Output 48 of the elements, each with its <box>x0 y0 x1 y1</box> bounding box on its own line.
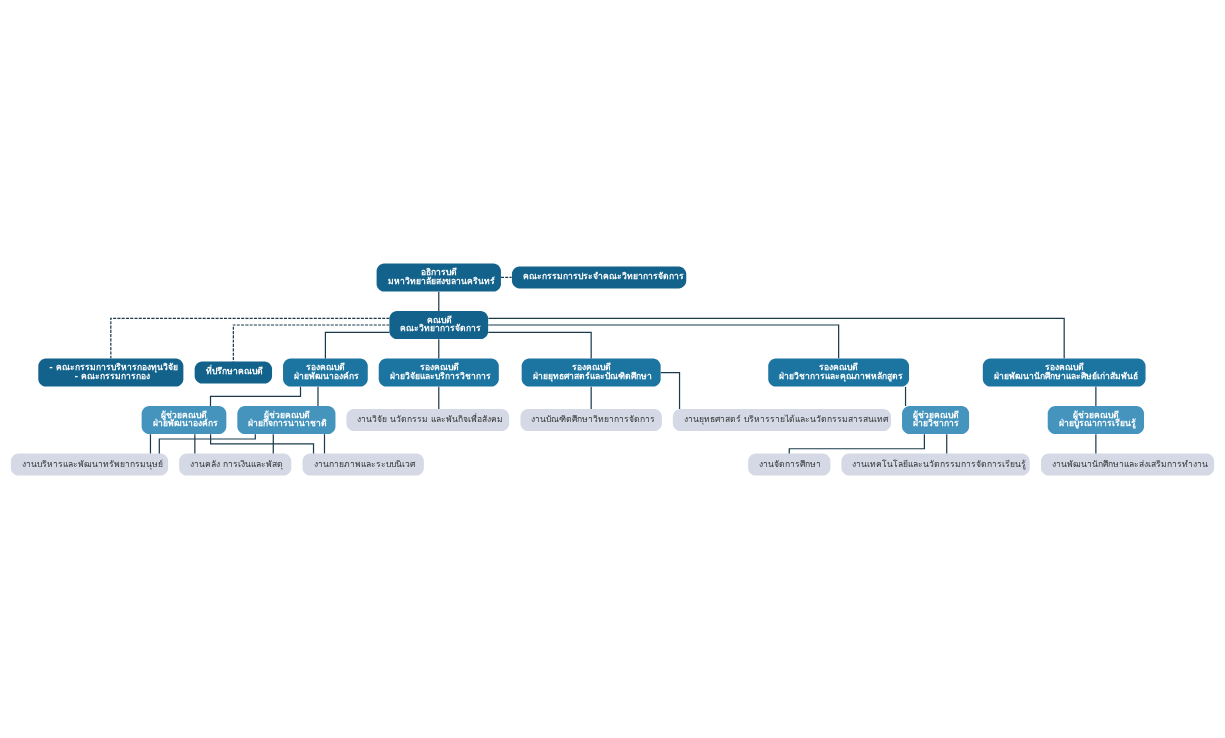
connector <box>317 385 319 407</box>
node-box: รองคณบดี ฝ่ายพัฒนาองค์กร <box>283 358 368 387</box>
connector <box>210 433 315 454</box>
connector <box>209 385 302 407</box>
node-box: รองคณบดี ฝ่ายวิชาการและคุณภาพหลักสูตร <box>768 358 910 387</box>
connector <box>438 385 440 410</box>
node-box: งานยุทธศาสตร์ บริหารรายได้และนวัตกรรมสารสนเทศ <box>672 408 892 431</box>
connector <box>1095 385 1097 407</box>
connector <box>500 276 513 278</box>
connector <box>487 323 840 359</box>
connector <box>149 433 152 454</box>
connector <box>438 338 440 359</box>
connector <box>904 385 907 407</box>
connector <box>946 433 948 454</box>
node-box: คณะกรรมการประจำคณะวิทยาการจัดการ <box>511 266 687 288</box>
node-box: งานบัณฑิตศึกษาวิทยาการจัดการ <box>520 408 662 431</box>
node-box: ที่ปรึกษาคณบดี <box>194 361 273 383</box>
node-box: ผู้ช่วยคณบดี ฝ่ายบูรณาการเรียนรู้ <box>1047 405 1145 434</box>
connector <box>788 433 925 454</box>
node-box: งานจัดการศึกษา <box>748 453 831 476</box>
node-box: ผู้ช่วยคณบดี ฝ่ายกิจการนานาชาติ <box>237 405 336 434</box>
node-box: รองคณบดี ฝ่ายยุทธศาสตร์และบัณฑิตศึกษา <box>521 358 661 387</box>
node-box: - คณะกรรมการบริหารกองทุนวิจัย - คณะกรรมการกอง <box>38 358 184 387</box>
connector <box>438 290 440 312</box>
connector <box>272 433 274 454</box>
connector <box>158 433 256 454</box>
connector <box>324 331 390 359</box>
connector <box>194 433 196 454</box>
connector <box>323 433 326 454</box>
node-box: งานพัฒนานักศึกษาและส่งเสริมการทำงาน <box>1041 453 1215 476</box>
node-box: คณบดี คณะวิทยาการจัดการ <box>389 310 489 339</box>
node-box: ผู้ช่วยคณบดี ฝ่ายวิชาการ <box>902 405 970 434</box>
node-box: งานกายภาพและระบบนิเวศ <box>302 453 424 476</box>
connector <box>487 331 592 359</box>
node-box: งานวิจัย นวัตกรรม และพันกิจเพื่อสังคม <box>346 408 510 431</box>
node-box: งานเทคโนโลยีและนวัตกรรมการจัดการเรียนรู้ <box>841 453 1030 476</box>
connector <box>1095 433 1097 454</box>
connector <box>487 317 1065 359</box>
node-box: รองคณบดี ฝ่ายวิจัยและบริการวิชาการ <box>378 358 499 387</box>
node-box: อธิการบดี มหาวิทยาลัยสงขลานครินทร์ <box>376 262 501 291</box>
node-box: ผู้ช่วยคณบดี ฝ่ายพัฒนาองค์กร <box>141 405 227 434</box>
node-box: รองคณบดี ฝ่ายพัฒนานักศึกษาและศิษย์เก่าสัมพันธ์ <box>982 358 1146 387</box>
connector <box>232 323 390 362</box>
connector <box>110 317 390 359</box>
node-box: งานคลัง การเงินและพัสดุ <box>179 453 292 476</box>
connector <box>590 385 592 410</box>
node-box: งานบริหารและพัฒนาทรัพยากรมนุษย์ <box>10 453 169 476</box>
connector <box>660 371 681 410</box>
